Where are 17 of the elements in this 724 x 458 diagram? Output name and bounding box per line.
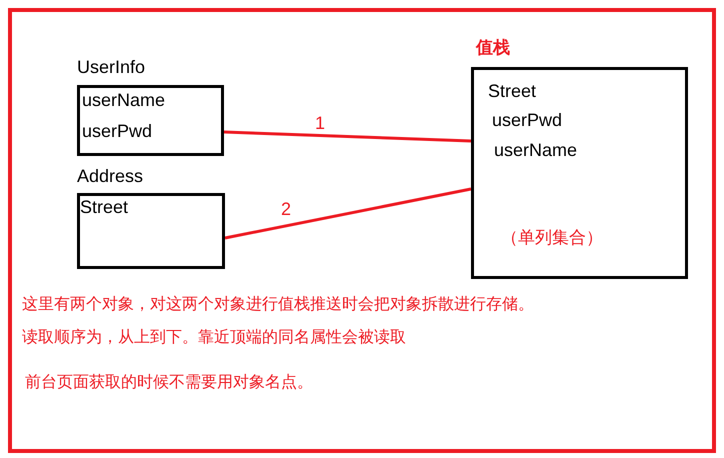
edge-label: 1 — [315, 113, 326, 133]
property-name: userName — [82, 89, 166, 111]
class-name: Address — [77, 165, 144, 187]
property-name: userName — [494, 139, 578, 161]
note-text: 这里有两个对象，对这两个对象进行值栈推送时会把对象拆散进行存储。 — [22, 294, 534, 315]
property-name: userPwd — [492, 109, 562, 131]
connector-line — [224, 188, 472, 240]
note-text: 读取顺序为，从上到下。靠近顶端的同名属性会被读取 — [22, 328, 406, 348]
property-name: Street — [80, 196, 128, 218]
class-name: UserInfo — [77, 56, 146, 78]
edge-label: 2 — [281, 199, 292, 219]
collection-note: （单列集合） — [501, 227, 603, 249]
connector-line — [224, 130, 472, 142]
property-name: userPwd — [82, 120, 152, 142]
property-name: Street — [488, 80, 536, 102]
note-text: 前台页面获取的时候不需要用对象名点。 — [25, 372, 313, 393]
stack-title: 值栈 — [476, 37, 510, 59]
